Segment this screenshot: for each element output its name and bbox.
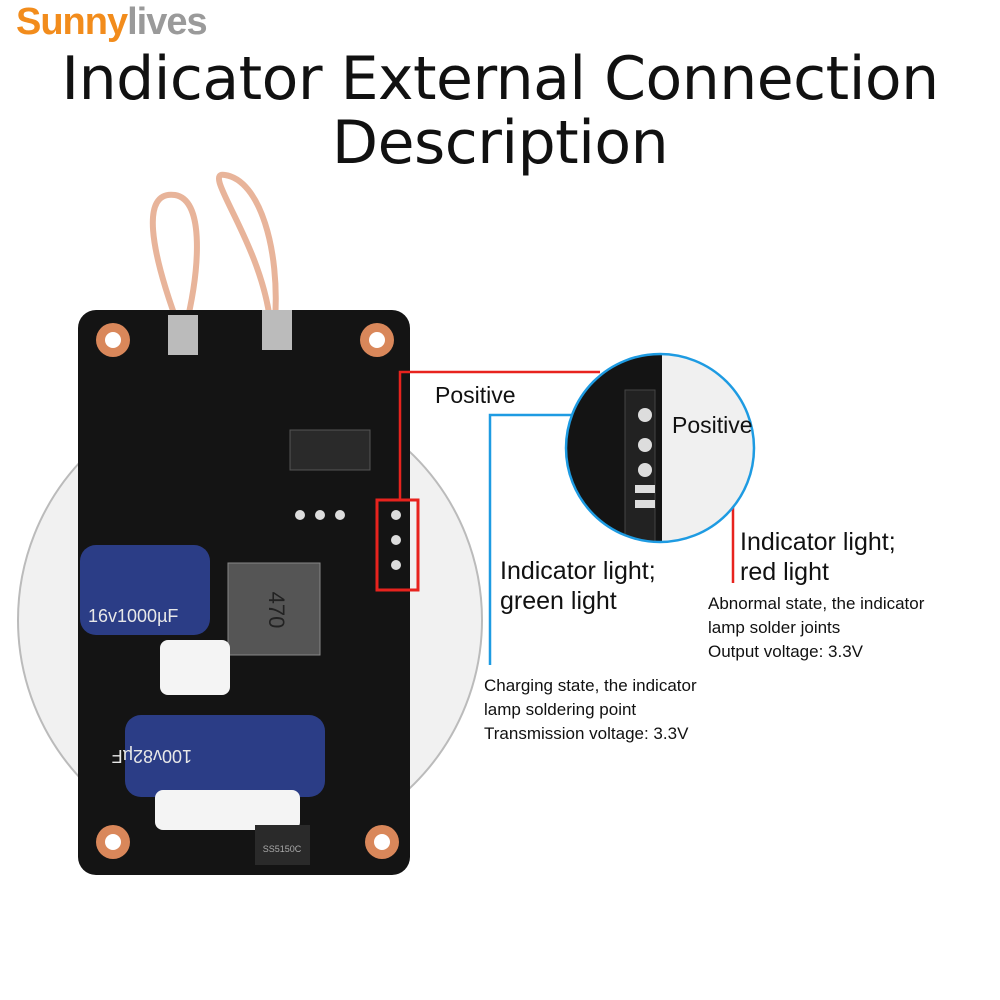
logo-part1: Sunny (16, 1, 128, 43)
logo-part2: lives (127, 1, 208, 43)
page-title-line1: Indicator External Connection (61, 44, 939, 114)
brand-logo: Sunnylives (16, 0, 208, 44)
desc-line: Charging state, the indicator (484, 676, 697, 695)
red-line1: Indicator light; (740, 528, 896, 556)
green-description: Charging state, the indicator lamp solde… (484, 674, 697, 746)
red-description: Abnormal state, the indicator lamp solde… (708, 592, 924, 664)
red-line2: red light (740, 558, 829, 586)
desc-line: Transmission voltage: 3.3V (484, 724, 689, 743)
desc-line: lamp solder joints (708, 618, 841, 637)
positive-label-left: Positive (435, 382, 516, 408)
desc-line: Output voltage: 3.3V (708, 642, 863, 661)
green-light-label: Indicator light; green light (500, 556, 656, 616)
green-line2: green light (500, 587, 617, 615)
coil-wire (216, 171, 279, 321)
red-light-label: Indicator light; red light (740, 527, 896, 587)
connector-highlight (375, 498, 420, 592)
desc-line: Abnormal state, the indicator (708, 594, 925, 613)
page-title-line2: Description (331, 108, 669, 178)
inductor-mark: 470 (264, 592, 289, 629)
capacitor-2 (125, 715, 325, 797)
zoom-callout (566, 354, 754, 542)
positive-label-right: Positive (672, 412, 753, 438)
capacitor-1 (80, 545, 210, 635)
cap2-mark: 100v82µF (112, 746, 192, 766)
diode-mark: SS5150C (263, 844, 302, 854)
green-line1: Indicator light; (500, 557, 656, 585)
desc-line: lamp soldering point (484, 700, 637, 719)
cap1-mark: 16v1000µF (88, 606, 178, 626)
coil-wire (149, 191, 200, 332)
